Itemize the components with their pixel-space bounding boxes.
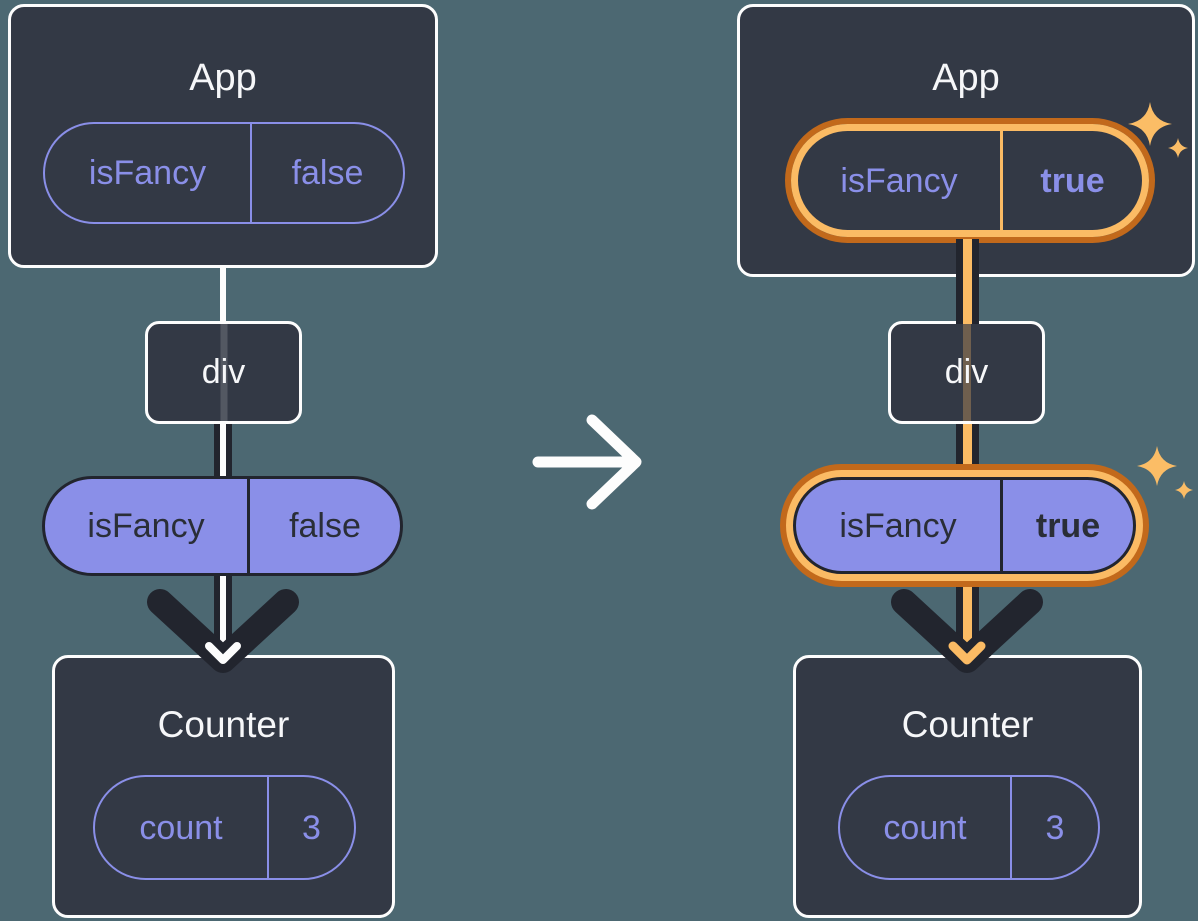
after-prop-flow-core-upper xyxy=(963,239,972,324)
after-counter-title: Counter xyxy=(901,704,1034,745)
prop-value: false xyxy=(289,507,361,545)
before-app-to-div-connector xyxy=(220,266,226,324)
before-div-node: div xyxy=(145,321,302,424)
prop-name: isFancy xyxy=(796,480,1003,571)
before-app-title: App xyxy=(189,57,257,99)
sparkle-icon xyxy=(1137,446,1193,499)
after-counter-state-pill: count 3 xyxy=(838,775,1100,880)
state-name: count xyxy=(840,777,1012,878)
before-counter-card: Counter count 3 xyxy=(52,655,395,918)
prop-value: false xyxy=(291,154,364,192)
transition-right-arrow-icon xyxy=(532,414,642,510)
state-value: 3 xyxy=(302,808,321,847)
prop-tunnel xyxy=(220,324,227,421)
prop-name: isFancy xyxy=(45,124,252,222)
after-counter-card: Counter count 3 xyxy=(793,655,1142,918)
prop-value: true xyxy=(1040,161,1105,200)
state-name: count xyxy=(95,777,269,878)
before-div-label: div xyxy=(201,353,246,391)
before-counter-title: Counter xyxy=(157,704,290,745)
after-passed-prop-pill-highlighted: isFancy true xyxy=(793,477,1136,574)
after-div-node: div xyxy=(888,321,1045,424)
after-div-label: div xyxy=(944,353,989,391)
prop-tunnel xyxy=(962,324,971,421)
after-app-title: App xyxy=(932,57,1000,99)
after-app-card: App isFancy true xyxy=(737,4,1195,277)
state-value: 3 xyxy=(1045,808,1065,847)
prop-value: true xyxy=(1035,506,1101,545)
sparkle-icon xyxy=(1128,102,1188,158)
before-app-card: App isFancy false xyxy=(8,4,438,268)
prop-name: isFancy xyxy=(798,131,1003,230)
before-app-prop-pill: isFancy false xyxy=(43,122,405,224)
prop-name: isFancy xyxy=(45,479,250,573)
before-counter-state-pill: count 3 xyxy=(93,775,356,880)
before-passed-prop-pill: isFancy false xyxy=(42,476,403,576)
after-down-arrow-icon xyxy=(891,589,1043,673)
before-down-arrow-icon xyxy=(147,589,299,673)
after-app-prop-pill-highlighted: isFancy true xyxy=(791,124,1149,237)
